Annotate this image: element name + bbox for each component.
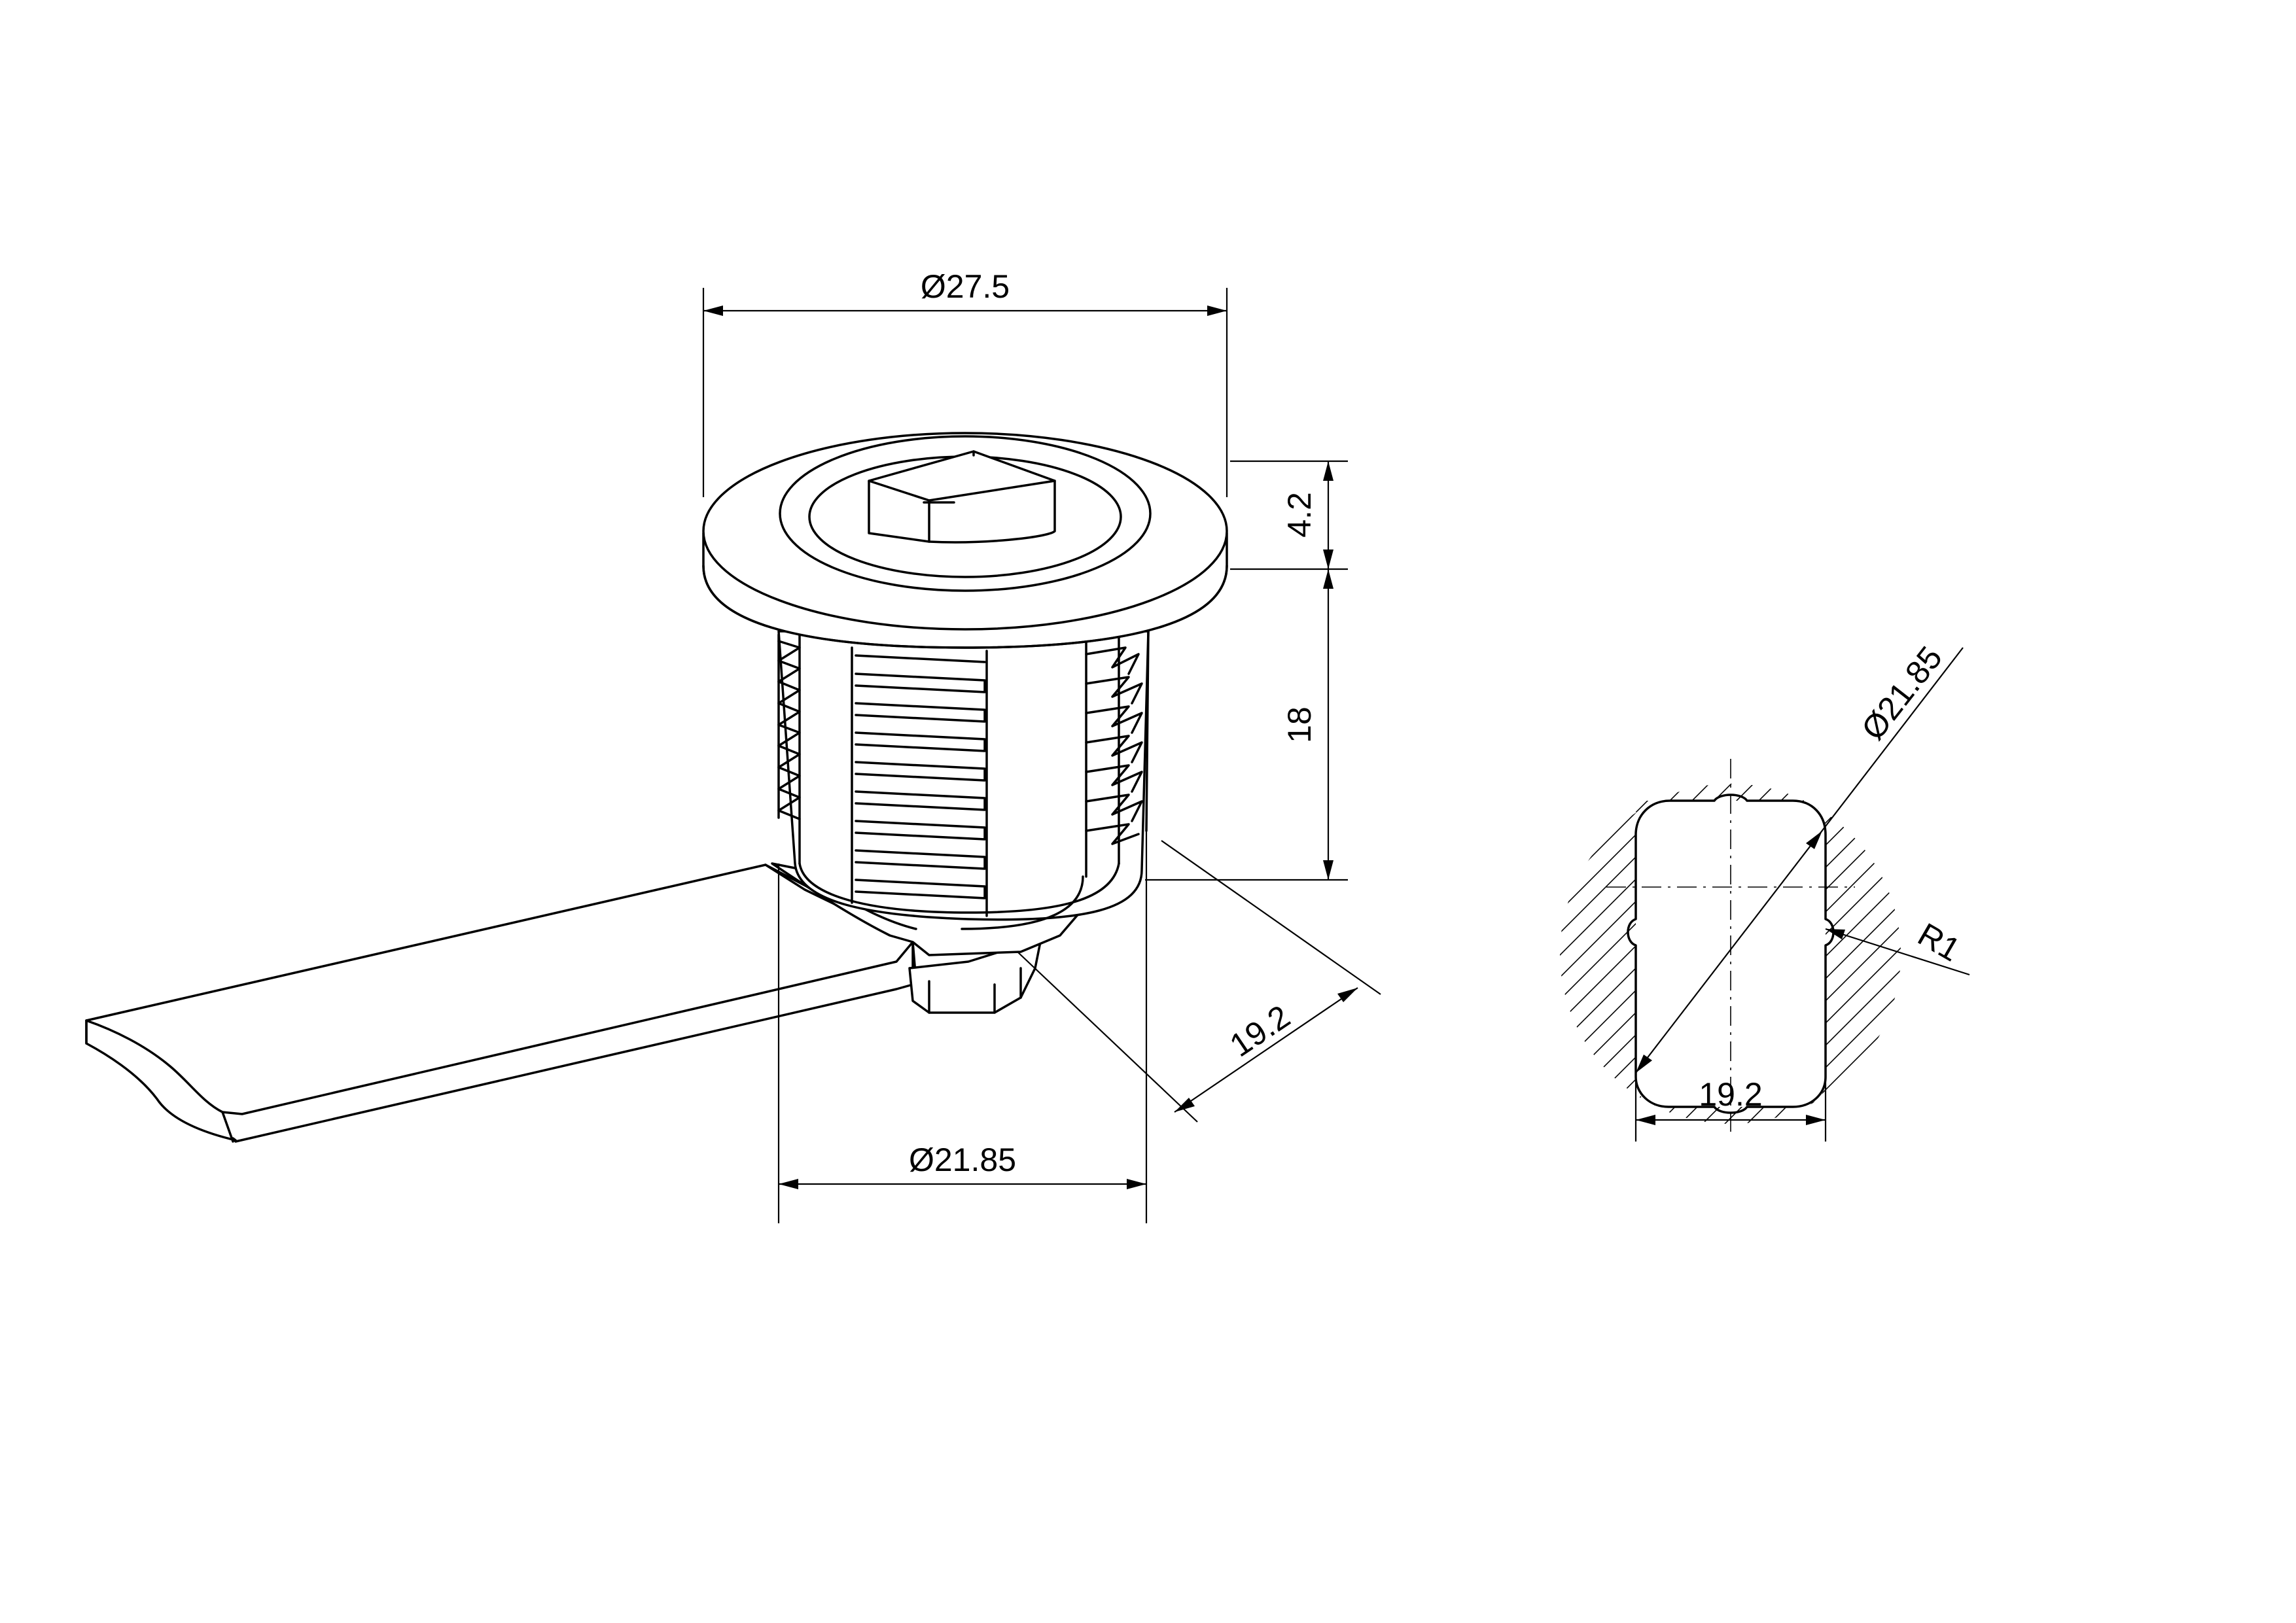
cutout-flat-width-label: 19.2 [1699,1076,1762,1113]
hatch-line [1560,784,1901,1124]
head-height-label: 4.2 [1281,492,1318,538]
hatch-line [1761,784,1901,1124]
dim-cutout-flat-width: 19.2 [1634,955,1827,1142]
hatch-line [1560,784,1618,1124]
hatch-line [1560,784,1663,1124]
dim-head-height: 4.2 [1230,460,1348,570]
hatch-line [1560,784,1901,1124]
left-thread-teeth [777,633,801,820]
cutout-diameter-label: Ø21.85 [1854,640,1949,747]
dim-cutout-diameter: Ø21.85 [1635,640,1964,1073]
cutout-profile [1627,794,1835,1114]
cutout-radius-label: R1 [1912,916,1966,968]
hatch-line [1716,784,1901,1124]
cam-lock-isometric-view: Ø27.5 4.2 18 19.2 [85,268,1381,1223]
hatch-line [1672,784,1901,1124]
threaded-body [777,630,1150,930]
hatch-line [1560,784,1863,1124]
thread-lines [855,654,986,899]
hatch-line [1583,784,1901,1124]
dim-cutout-radius: R1 [1825,916,1970,976]
hatch-line [1560,784,1901,1124]
hatch-line [1560,784,1685,1124]
dim-body-length: 18 [1145,569,1348,881]
body-length-label: 18 [1281,707,1318,743]
hatch-line [1560,784,1752,1124]
hatch-line [1560,784,1901,1124]
head-flange [702,432,1228,649]
hatch-line [1560,784,1885,1124]
hatch-line [1560,784,1729,1124]
hatch-line [1560,784,1901,1124]
square-drive [868,450,1056,544]
dim-thread-diameter: Ø21.85 [777,831,1148,1223]
hatch-line [1560,784,1818,1124]
hatch-line [1560,784,1707,1124]
head-diameter-label: Ø27.5 [921,268,1010,305]
hatch-line [1605,784,1901,1124]
hatch-line [1694,784,1901,1124]
cam-tongue [85,864,917,1143]
hatch-line [1561,784,1901,1124]
hatch-line [1627,784,1901,1124]
hatch-line [1650,784,1901,1124]
thread-diameter-label: Ø21.85 [909,1142,1016,1178]
hatch-line [1560,784,1841,1124]
hatch-line [1560,784,1596,1124]
hatch-line [1560,784,1640,1124]
right-thread-teeth [1085,630,1150,845]
hatch-line [1739,784,1901,1124]
dim-head-diameter: Ø27.5 [702,268,1228,497]
hatch-line [1560,784,1901,1124]
hatch-line [1560,784,1901,1124]
hatch-line [1560,784,1901,1124]
